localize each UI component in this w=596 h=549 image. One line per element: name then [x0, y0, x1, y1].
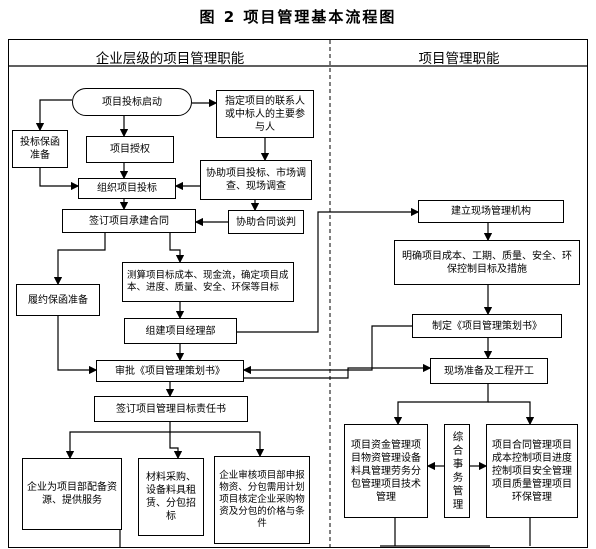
procurement-node: 材料采购、设备料具租赁、分包招标: [138, 458, 204, 536]
responsibility-letter-node: 签订项目管理目标责任书: [94, 396, 248, 422]
organize-bid-node: 组织项目投标: [78, 178, 176, 199]
flow-arrows: [35, 98, 535, 471]
diagram-frame: [8, 39, 588, 548]
management-group-right: 项目合同管理项目成本控制项目进度控制项目安全管理项目质量管理项目环保管理: [486, 424, 578, 518]
general-affairs-node: 综合事务管理: [444, 424, 470, 518]
performance-bond-node: 履约保函准备: [16, 284, 100, 316]
review-plans-node: 企业审核项目部申报物资、分包需用计划项目核定企业采购物资及分包的价格与条件: [214, 456, 310, 544]
frame-dividers: [8, 40, 588, 548]
estimate-targets-node: 测算项目标成本、现金流，确定项目成本、进度、质量、安全、环保等目标: [122, 262, 294, 302]
column-header-project: 项目管理职能: [418, 51, 500, 67]
sign-contract-node: 签订项目承建合同: [62, 209, 196, 233]
assist-bid-node: 协助项目投标、市场调查、现场调查: [200, 160, 312, 200]
column-header-enterprise: 企业层级的项目管理职能: [95, 51, 245, 67]
authorize-node: 项目授权: [86, 136, 174, 163]
make-plan-node: 制定《项目管理策划书》: [412, 314, 562, 338]
form-team-node: 组建项目经理部: [124, 318, 237, 344]
approve-plan-node: 审批《项目管理策划书》: [96, 360, 244, 382]
assist-negotiation-node: 协助合同谈判: [228, 210, 304, 234]
define-goals-node: 明确项目成本、工期、质量、安全、环保控制目标及措施: [394, 240, 580, 285]
bid-start-node: 项目投标启动: [72, 88, 192, 116]
bottom-lines: [119, 518, 531, 548]
site-prep-node: 现场准备及工程开工: [430, 358, 548, 384]
figure-title: 图 2 项目管理基本流程图: [199, 8, 397, 26]
resources-service-node: 企业为项目部配备资源、提供服务: [22, 458, 122, 530]
site-organization-node: 建立现场管理机构: [418, 200, 564, 223]
management-group-left: 项目资金管理项目物资管理设备料具管理劳务分包管理项目技术管理: [344, 424, 428, 518]
bid-bond-node: 投标保函准备: [12, 130, 68, 168]
designate-contact-node: 指定项目的联系人或中标人的主要参与人: [216, 90, 314, 138]
